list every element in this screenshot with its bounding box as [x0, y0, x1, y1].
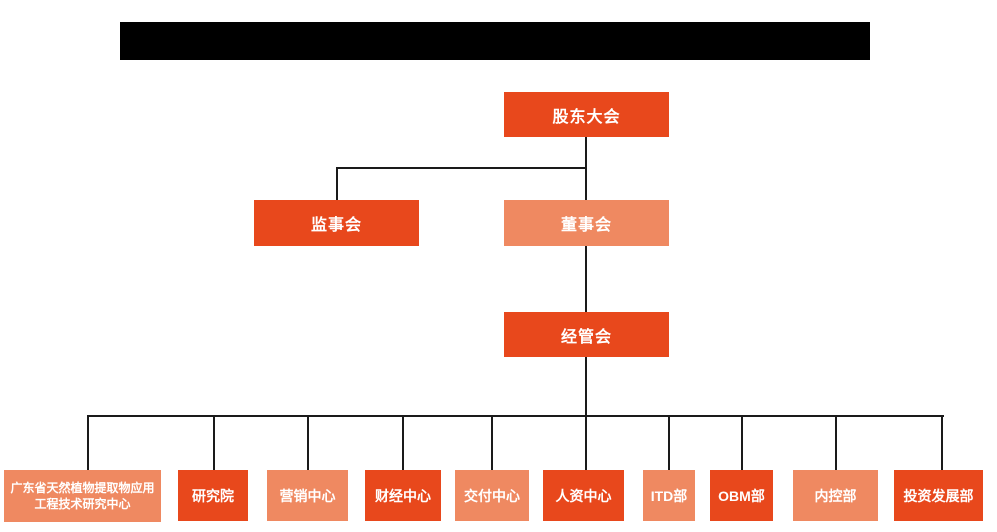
- org-node-label: 财经中心: [375, 487, 431, 504]
- org-node-label: 交付中心: [464, 487, 520, 504]
- connector-line: [668, 415, 670, 470]
- org-node-itd-dept: ITD部: [643, 470, 695, 521]
- org-node-marketing-center: 营销中心: [267, 470, 348, 521]
- org-node-finance-center: 财经中心: [365, 470, 441, 521]
- org-node-label: OBM部: [718, 487, 765, 504]
- org-node-label: 营销中心: [279, 487, 336, 504]
- org-node-supervisory-board: 监事会: [254, 200, 419, 246]
- org-node-label: 人资中心: [555, 487, 612, 504]
- connector-line: [87, 415, 944, 417]
- org-node-label: ITD部: [650, 487, 688, 504]
- org-node-delivery-center: 交付中心: [455, 470, 529, 521]
- org-node-investment-development-dept: 投资发展部: [894, 470, 983, 521]
- connector-line: [336, 167, 587, 169]
- org-node-label: 监事会: [310, 217, 362, 234]
- org-node-label: 董事会: [560, 217, 612, 234]
- org-node-internal-control-dept: 内控部: [793, 470, 878, 521]
- org-node-research-institute: 研究院: [178, 470, 248, 521]
- connector-line: [87, 415, 89, 470]
- org-node-board-of-directors: 董事会: [504, 200, 669, 246]
- org-node-label: 内控部: [814, 487, 857, 504]
- connector-line: [491, 415, 493, 470]
- connector-line: [941, 415, 943, 470]
- org-node-hr-center: 人资中心: [543, 470, 624, 521]
- org-node-gd-research-center: 广东省天然植物提取物应用工程技术研究中心: [4, 470, 161, 522]
- org-node-label: 广东省天然植物提取物应用工程技术研究中心: [10, 480, 155, 511]
- org-node-obm-dept: OBM部: [710, 470, 773, 521]
- connector-line: [336, 167, 338, 200]
- connector-line: [585, 357, 587, 417]
- connector-line: [307, 415, 309, 470]
- org-node-label: 投资发展部: [903, 487, 974, 504]
- connector-line: [741, 415, 743, 470]
- redacted-title-bar: [120, 22, 870, 60]
- connector-line: [835, 415, 837, 470]
- connector-line: [585, 246, 587, 312]
- connector-line: [585, 167, 587, 200]
- connector-line: [402, 415, 404, 470]
- org-node-shareholders-meeting: 股东大会: [504, 92, 669, 137]
- org-node-label: 股东大会: [552, 108, 621, 126]
- connector-line: [585, 137, 587, 169]
- org-node-label: 研究院: [192, 487, 234, 504]
- connector-line: [585, 415, 587, 470]
- org-node-management-committee: 经管会: [504, 312, 669, 357]
- org-node-label: 经管会: [560, 328, 612, 346]
- connector-line: [213, 415, 215, 470]
